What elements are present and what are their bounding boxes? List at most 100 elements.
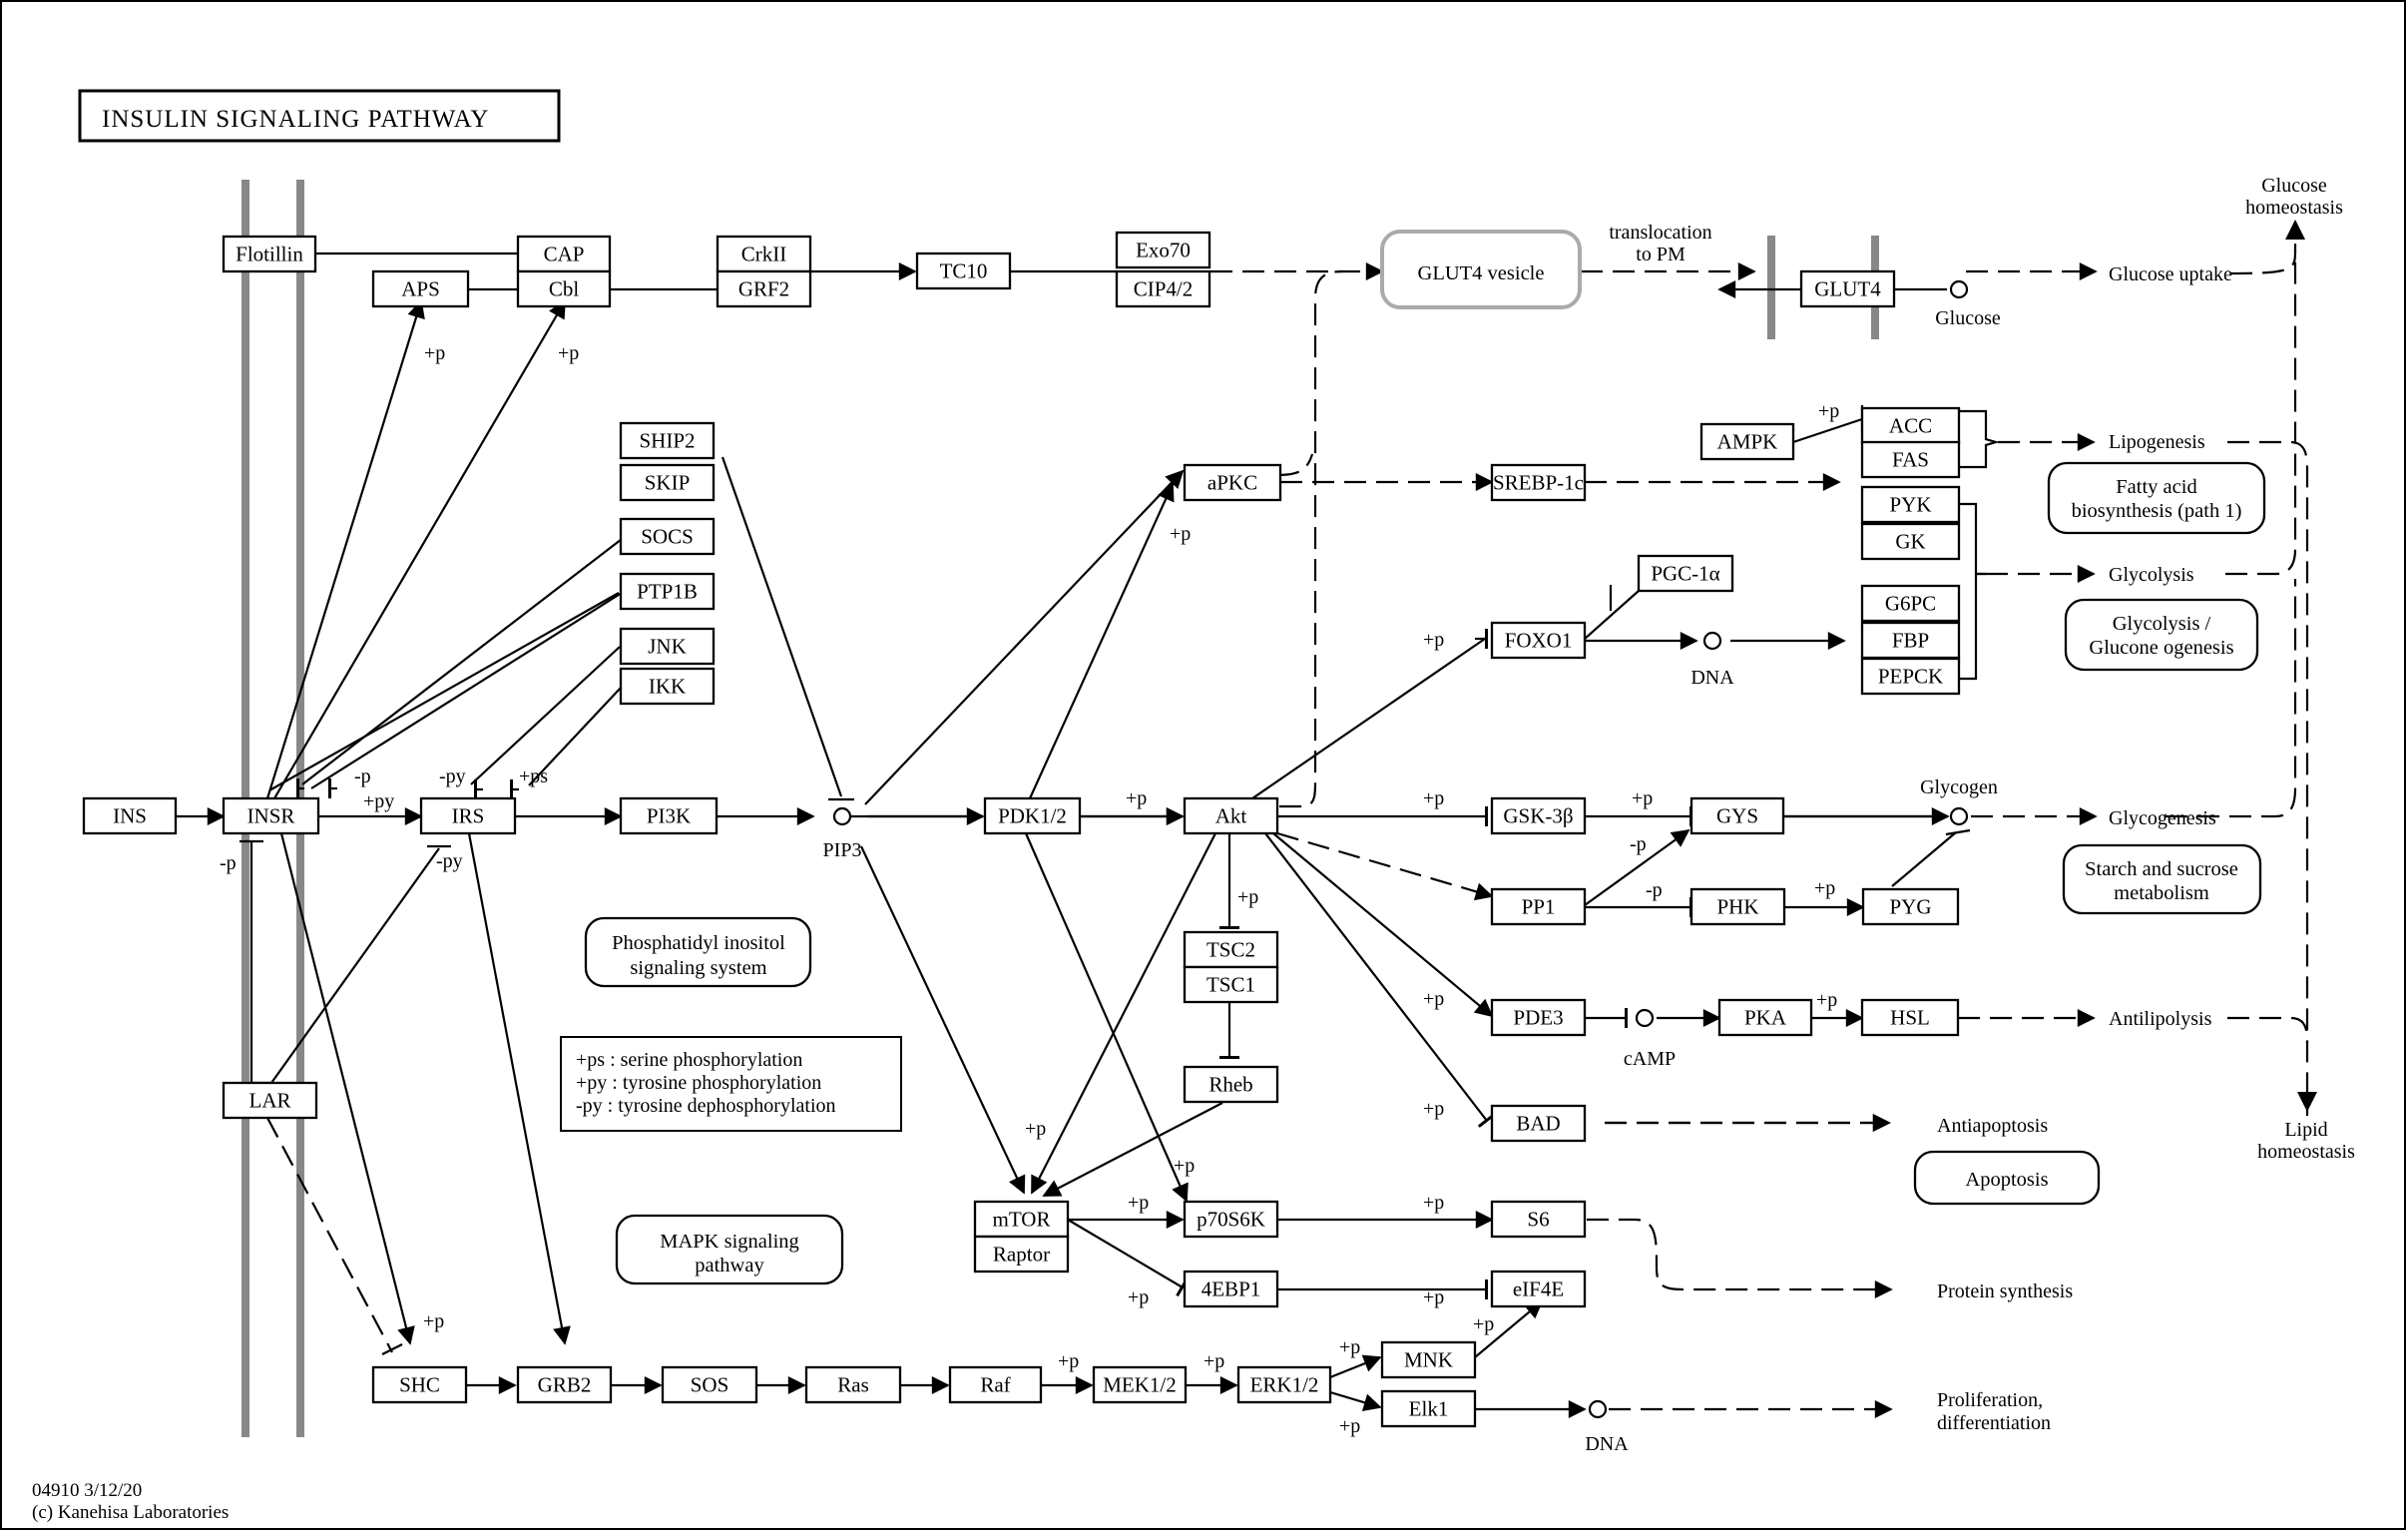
gene-fas[interactable]: FAS <box>1860 440 1961 479</box>
gene-cbl[interactable]: Cbl <box>516 269 612 308</box>
apoptosis-map[interactable]: Apoptosis <box>1913 1150 2101 1206</box>
gene-akt[interactable]: Akt <box>1183 796 1279 835</box>
gene-crkii[interactable]: CrkII <box>716 235 812 273</box>
mod-p: +p <box>423 1310 444 1332</box>
gene-mek[interactable]: MEK1/2 <box>1092 1365 1188 1404</box>
gene-bad[interactable]: BAD <box>1490 1104 1587 1143</box>
translocation-label-2: to PM <box>1636 244 1686 265</box>
gene-ins[interactable]: INS <box>82 796 178 835</box>
mod-mp: -p <box>1646 879 1663 901</box>
glycolysis-gluco-label-2: Glucone ogenesis <box>2089 637 2233 659</box>
gene-insr[interactable]: INSR <box>222 796 320 835</box>
gene-raptor[interactable]: Raptor <box>973 1235 1070 1274</box>
gene-ptp1b[interactable]: PTP1B <box>619 572 716 611</box>
gene-flotillin[interactable]: Flotillin <box>222 235 317 273</box>
gene-apkc[interactable]: aPKC <box>1183 463 1282 502</box>
gene-acc[interactable]: ACC <box>1860 406 1961 445</box>
gene-glut4[interactable]: GLUT4 <box>1799 269 1896 308</box>
gene-label-flotillin: Flotillin <box>236 243 303 266</box>
mod-p: +p <box>1423 787 1444 809</box>
gene-mtor[interactable]: mTOR <box>973 1200 1070 1239</box>
gene-label-socs: SOCS <box>641 525 694 549</box>
gene-label-jnk: JNK <box>648 635 687 659</box>
compound-pip3[interactable]: PIP3 <box>823 806 862 861</box>
gene-label-pka: PKA <box>1744 1006 1787 1030</box>
gene-g6pc[interactable]: G6PC <box>1860 584 1961 623</box>
gene-exo70[interactable]: Exo70 <box>1115 231 1211 269</box>
apoptosis-label: Apoptosis <box>1965 1169 2048 1191</box>
compound-camp[interactable]: cAMP <box>1624 1008 1676 1070</box>
gene-socs[interactable]: SOCS <box>619 517 716 556</box>
gene-label-eif4e: eIF4E <box>1513 1278 1564 1301</box>
gene-pp1[interactable]: PP1 <box>1490 887 1587 926</box>
gene-sos[interactable]: SOS <box>661 1365 758 1404</box>
dna-label-2: DNA <box>1585 1433 1629 1455</box>
gene-lar[interactable]: LAR <box>222 1081 318 1120</box>
gene-jnk[interactable]: JNK <box>619 627 716 666</box>
gene-label-skip: SKIP <box>645 471 691 495</box>
gene-fbp[interactable]: FBP <box>1860 621 1961 660</box>
phosphatidyl-map[interactable]: Phosphatidyl inositol signaling system <box>584 916 812 988</box>
compound-dna-1[interactable]: DNA <box>1690 631 1734 689</box>
gene-rheb[interactable]: Rheb <box>1183 1065 1279 1104</box>
pip3-label: PIP3 <box>823 839 862 861</box>
gene-cap[interactable]: CAP <box>516 235 612 273</box>
gene-aps[interactable]: APS <box>371 269 470 308</box>
gene-cip4[interactable]: CIP4/2 <box>1115 269 1211 308</box>
compound-glycogen[interactable]: Glycogen <box>1920 776 1998 826</box>
gene-gsk[interactable]: GSK-3β <box>1490 796 1587 835</box>
gene-foxo1[interactable]: FOXO1 <box>1490 621 1587 660</box>
gene-ship2[interactable]: SHIP2 <box>619 421 716 460</box>
fatty-acid-map[interactable]: Fatty acid biosynthesis (path 1) <box>2047 461 2266 535</box>
gene-ebp1[interactable]: 4EBP1 <box>1183 1270 1279 1308</box>
mod-p: +p <box>1473 1313 1494 1335</box>
gene-gys[interactable]: GYS <box>1689 796 1785 835</box>
gene-hsl[interactable]: HSL <box>1860 998 1960 1037</box>
gene-shc[interactable]: SHC <box>371 1365 468 1404</box>
gene-pka[interactable]: PKA <box>1717 998 1813 1037</box>
gene-skip[interactable]: SKIP <box>619 463 716 502</box>
gene-ampk[interactable]: AMPK <box>1699 422 1795 461</box>
gene-tsc2[interactable]: TSC2 <box>1183 930 1279 969</box>
gene-pepck[interactable]: PEPCK <box>1860 657 1961 696</box>
gene-label-phk: PHK <box>1716 895 1758 919</box>
gene-ikk[interactable]: IKK <box>619 667 716 706</box>
gene-label-mtor: mTOR <box>993 1208 1051 1232</box>
gene-p70[interactable]: p70S6K <box>1183 1200 1279 1239</box>
gene-grb2[interactable]: GRB2 <box>516 1365 613 1404</box>
gene-label-tsc2: TSC2 <box>1206 938 1255 962</box>
gene-pgc[interactable]: PGC-1α <box>1637 554 1734 593</box>
gene-tc10[interactable]: TC10 <box>915 252 1012 290</box>
compound-dna-2[interactable]: DNA <box>1585 1399 1629 1455</box>
gene-label-cip4: CIP4/2 <box>1134 277 1194 301</box>
gene-label-gys: GYS <box>1716 804 1758 828</box>
gene-pyg[interactable]: PYG <box>1861 887 1960 926</box>
mapk-map[interactable]: MAPK signaling pathway <box>615 1214 844 1285</box>
compound-glucose[interactable]: Glucose <box>1935 279 2001 329</box>
glycolysis-gluconeogenesis-map[interactable]: Glycolysis / Glucone ogenesis <box>2064 598 2259 672</box>
gene-s6[interactable]: S6 <box>1490 1200 1587 1239</box>
gene-pdk[interactable]: PDK1/2 <box>983 796 1082 835</box>
gene-ras[interactable]: Ras <box>804 1365 902 1404</box>
edge-labels: +p +p +py -p -py +ps -p -py +p +p +p +p … <box>220 342 1839 1437</box>
gene-mnk[interactable]: MNK <box>1380 1340 1477 1379</box>
title-box: INSULIN SIGNALING PATHWAY <box>78 89 561 143</box>
starch-sucrose-map[interactable]: Starch and sucrose metabolism <box>2062 843 2262 915</box>
gene-eif4e[interactable]: eIF4E <box>1490 1270 1587 1308</box>
gene-grf2[interactable]: GRF2 <box>716 269 812 308</box>
gene-gk[interactable]: GK <box>1860 522 1961 561</box>
gene-phk[interactable]: PHK <box>1689 887 1786 926</box>
glucose-homeostasis-label-1: Glucose <box>2261 175 2327 197</box>
gene-label-akt: Akt <box>1215 804 1247 828</box>
gene-irs[interactable]: IRS <box>419 796 517 835</box>
gene-elk1[interactable]: Elk1 <box>1380 1389 1477 1428</box>
gene-pyk[interactable]: PYK <box>1860 485 1961 524</box>
footer-copyright: (c) Kanehisa Laboratories <box>32 1502 229 1523</box>
gene-raf[interactable]: Raf <box>948 1365 1043 1404</box>
gene-srebp[interactable]: SREBP-1c <box>1490 463 1587 502</box>
gene-erk[interactable]: ERK1/2 <box>1236 1365 1332 1404</box>
glut4-vesicle-map[interactable]: GLUT4 vesicle <box>1380 230 1582 309</box>
gene-pi3k[interactable]: PI3K <box>619 796 719 835</box>
gene-pde3[interactable]: PDE3 <box>1490 998 1587 1037</box>
gene-tsc1[interactable]: TSC1 <box>1183 965 1279 1004</box>
